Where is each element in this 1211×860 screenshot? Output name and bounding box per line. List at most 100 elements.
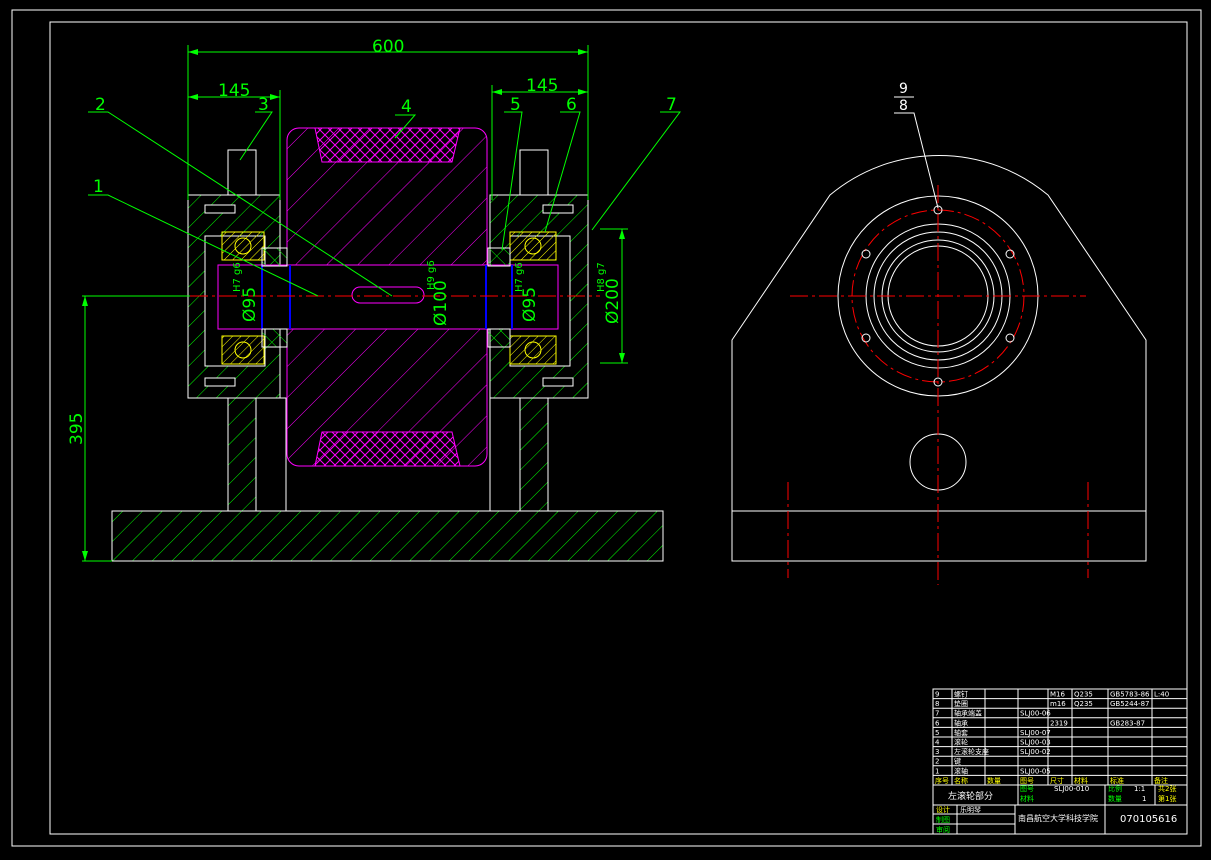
parts-cell-name: 左滚轮支座	[954, 747, 989, 756]
left-support-web	[227, 397, 257, 512]
drawing-title: 左滚轮部分	[948, 790, 993, 802]
left-support-inner	[255, 397, 287, 512]
parts-cell-drawing: SLJ00-07	[1020, 729, 1051, 737]
parts-header-material: 材料	[1074, 776, 1088, 785]
parts-cell-no: 7	[935, 710, 939, 718]
parts-cell-size: m16	[1050, 700, 1066, 708]
scale-value: 1:1	[1134, 785, 1145, 793]
outer-border	[11, 9, 1202, 847]
parts-cell-standard: GB5783-86	[1110, 691, 1150, 699]
dim-fit-housing-tol: H8 g7	[596, 262, 607, 292]
scale-label: 比例	[1108, 784, 1122, 793]
dim-fit-right-tol: H7 g6	[514, 262, 525, 292]
parts-cell-size: M16	[1050, 691, 1065, 699]
dim-fit-right: Ø95	[520, 287, 540, 322]
balloon-9: 9	[899, 81, 908, 97]
dimension-lines	[82, 45, 628, 562]
parts-cell-standard: GB5244-87	[1110, 700, 1149, 708]
materials-label: 材料	[1020, 794, 1034, 803]
parts-cell-no: 5	[935, 729, 939, 737]
parts-cell-name: 螺钉	[954, 690, 968, 699]
side-view: 9 8	[731, 81, 1147, 585]
dim-fit-housing: Ø200	[603, 278, 623, 324]
base-plate	[111, 510, 664, 562]
parts-cell-standard: GB283-87	[1110, 719, 1145, 727]
parts-header-drawing: 图号	[1020, 777, 1034, 785]
right-support-web	[519, 397, 549, 512]
parts-cell-no: 8	[935, 700, 939, 708]
left-bearing-top	[221, 231, 265, 261]
left-boss	[227, 149, 257, 196]
dim-fit-left: Ø95	[240, 287, 260, 322]
dim-fit-left-tol: H7 g6	[232, 262, 243, 292]
parts-cell-drawing: SLJ00-06	[1020, 710, 1051, 718]
parts-cell-drawing: SLJ00-05	[1020, 767, 1051, 775]
parts-cell-material: Q235	[1074, 700, 1093, 708]
sheet-total: 共2张	[1158, 784, 1176, 793]
drawing-number: SLJ00-010	[1054, 785, 1089, 793]
roller-tread-bottom	[314, 431, 461, 467]
dim-overall-width: 600	[372, 37, 404, 57]
balloon-2: 2	[95, 95, 106, 115]
balloon-7: 7	[666, 95, 677, 115]
balloon-1: 1	[93, 177, 104, 197]
left-bearing-bottom	[221, 335, 265, 365]
balloon-8: 8	[899, 98, 908, 114]
parts-cell-no: 6	[935, 719, 940, 727]
right-boss	[519, 149, 549, 196]
dim-right-width: 145	[526, 76, 558, 96]
roller-tread-top	[314, 127, 461, 163]
parts-cell-name: 滚轴	[954, 766, 968, 775]
designer-name: 乐明琴	[960, 805, 981, 814]
balloon-6: 6	[566, 95, 577, 115]
right-bearing-bottom	[509, 335, 557, 365]
parts-cell-no: 9	[935, 691, 939, 699]
dim-fit-center: Ø100	[431, 280, 451, 326]
student-number: 070105616	[1120, 814, 1177, 825]
key-slot	[351, 286, 425, 304]
right-support-inner	[489, 397, 521, 512]
dim-height: 395	[67, 413, 87, 445]
balloon-leaders	[88, 111, 681, 297]
draw-label: 制图	[936, 815, 950, 824]
parts-header-remark: 备注	[1154, 776, 1168, 785]
parts-cell-no: 2	[935, 758, 939, 766]
parts-cell-remark: L:40	[1154, 691, 1169, 699]
parts-cell-drawing: SLJ00-03	[1020, 739, 1051, 747]
sheet-number: 第1张	[1158, 794, 1176, 803]
dim-left-width: 145	[218, 81, 250, 101]
qty-label: 数量	[1108, 794, 1122, 803]
parts-header-size: 尺寸	[1050, 776, 1064, 785]
balloon-4: 4	[401, 97, 412, 117]
parts-cell-no: 4	[935, 739, 940, 747]
parts-cell-name: 键	[954, 757, 961, 766]
front-section-view: 600 145 145 395 Ø95 H7 g6 Ø100 H9 g6 Ø95…	[67, 37, 681, 562]
parts-cell-name: 轴承端盖	[954, 709, 982, 718]
parts-cell-drawing: SLJ00-02	[1020, 748, 1051, 756]
qty-value: 1	[1142, 795, 1146, 803]
parts-cell-name: 轴承	[954, 718, 968, 727]
parts-cell-material: Q235	[1074, 691, 1093, 699]
design-label: 设计	[936, 805, 950, 814]
parts-cell-size: 2319	[1050, 719, 1068, 727]
parts-header-name: 名称	[954, 776, 968, 785]
parts-header-qty: 数量	[987, 776, 1001, 785]
drawing-label: 图号	[1020, 785, 1034, 793]
balloon-3: 3	[258, 95, 269, 115]
parts-cell-name: 垫圈	[954, 699, 968, 708]
school-name: 南昌航空大学科技学院	[1018, 813, 1098, 823]
parts-header-standard: 标准	[1110, 776, 1124, 785]
inner-border	[49, 21, 1188, 835]
parts-cell-name: 滚轮	[954, 738, 968, 747]
parts-cell-name: 轴套	[954, 728, 968, 737]
balloon-5: 5	[510, 95, 521, 115]
right-bearing-top	[509, 231, 557, 261]
check-label: 审阅	[936, 825, 950, 834]
parts-header-no: 序号	[935, 776, 949, 785]
housing-outline	[731, 154, 1147, 562]
parts-cell-no: 1	[935, 767, 939, 775]
parts-cell-no: 3	[935, 748, 939, 756]
